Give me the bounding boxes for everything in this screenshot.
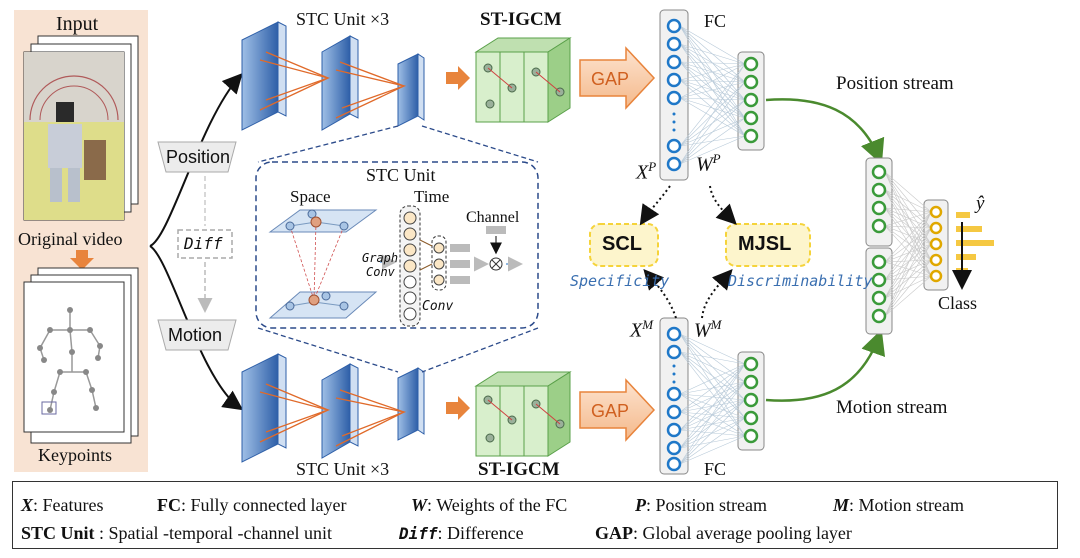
diff-box	[177, 229, 233, 259]
arrow-to-igcm-top	[446, 66, 470, 90]
original-video-frames	[23, 35, 139, 221]
space-label: Space	[290, 187, 331, 206]
scl-caption: Specificity	[570, 272, 670, 290]
motion-stream-label: Motion stream	[836, 397, 948, 418]
stc-units-bottom	[241, 353, 425, 463]
keypoints-label: Keypoints	[38, 445, 112, 465]
position-label-box	[157, 141, 237, 173]
st-igcm-cube-top	[474, 37, 572, 123]
legend-item-motion: M: Motion stream	[833, 495, 965, 515]
x-m-label: XM	[630, 317, 654, 342]
fc-bottom	[659, 317, 765, 475]
fc-top	[659, 9, 765, 181]
stc-detail-title: STC Unit	[366, 165, 436, 185]
legend-item-position: P: Position stream	[635, 495, 767, 515]
motion-stream-arrow	[765, 329, 886, 402]
arrow-to-igcm-bottom	[446, 396, 470, 420]
fusion-column	[865, 157, 949, 335]
gap-label-bottom: GAP	[591, 401, 630, 421]
class-label: Class	[938, 293, 978, 313]
gap-arrow-top	[579, 46, 656, 110]
person-body	[48, 124, 82, 168]
motion-label-box	[157, 319, 237, 351]
space-graphs	[268, 209, 378, 319]
position-stream-label: Position stream	[836, 73, 954, 94]
conv-label: Conv	[422, 299, 454, 314]
input-title: Input	[56, 13, 99, 35]
original-video-label: Original video	[18, 229, 123, 249]
st-igcm-cube-bottom	[474, 371, 572, 457]
down-arrow-icon	[70, 250, 94, 270]
time-column	[399, 205, 470, 327]
legend-item-features: X: Features	[21, 495, 104, 515]
igcm-label-top: ST-IGCM	[480, 9, 562, 30]
branch-arrow-top	[149, 73, 243, 247]
motion-label: Motion	[168, 325, 223, 345]
gap-label-top: GAP	[591, 69, 630, 89]
stc-label-top: STC Unit ×3	[296, 9, 390, 29]
graph-conv-label-1: Graph	[362, 251, 399, 265]
legend-box: X: Features FC: Fully connected layer W:…	[12, 481, 1058, 549]
legend-item-weights: W: Weights of the FC	[411, 495, 568, 515]
position-label: Position	[166, 147, 231, 167]
legend-item-stc: STC Unit : Spatial -temporal -channel un…	[21, 523, 332, 543]
stc-units-top	[241, 21, 425, 131]
time-label: Time	[414, 187, 450, 206]
scl-label: SCL	[602, 233, 642, 255]
mjsl-label: MJSL	[738, 233, 792, 255]
graph-conv-label-2: Conv	[366, 265, 395, 279]
channel-label: Channel	[466, 209, 520, 226]
legend-item-diff: Diff: Difference	[399, 523, 524, 543]
legend-item-gap: GAP: Global average pooling layer	[595, 523, 852, 543]
diff-label: Diff	[184, 234, 223, 253]
person-head	[56, 102, 74, 122]
igcm-label-bottom: ST-IGCM	[478, 459, 560, 480]
fc-label-bottom: FC	[704, 459, 727, 479]
w-p-label: WP	[696, 151, 721, 176]
legend-item-fc: FC: Fully connected layer	[157, 495, 347, 515]
w-m-label: WM	[694, 317, 722, 342]
stc-detail-box	[255, 161, 539, 329]
mjsl-caption: Discriminability	[728, 272, 873, 290]
channel-op	[486, 226, 506, 271]
stc-label-bottom: STC Unit ×3	[296, 459, 390, 479]
mjsl-box	[725, 223, 811, 267]
gap-arrow-bottom	[579, 378, 656, 442]
position-stream-arrow	[765, 98, 885, 165]
fc-label-top: FC	[704, 11, 727, 31]
scl-box	[589, 223, 659, 267]
y-hat-label: ŷ	[976, 193, 985, 214]
x-p-label: XP	[636, 159, 657, 184]
keypoints-frames	[23, 267, 139, 444]
